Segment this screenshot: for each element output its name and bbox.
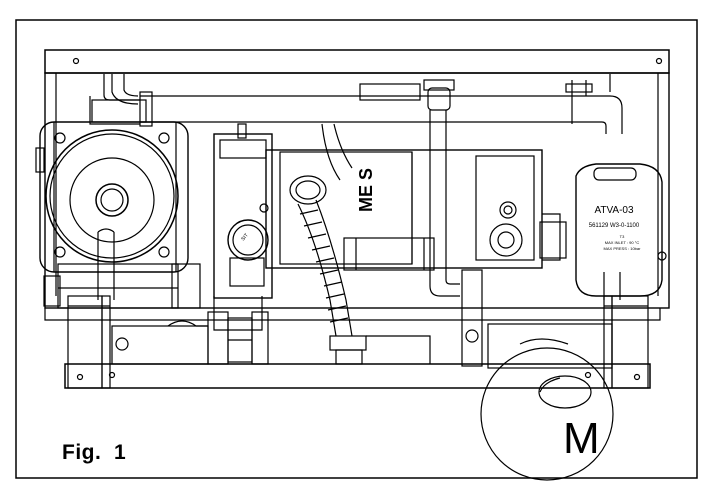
lower-left-pipes [111, 311, 269, 365]
heat-exchanger [265, 149, 561, 269]
screw-hole [655, 57, 663, 65]
gas-valve-label: SIT [240, 233, 250, 243]
corrugated-hose [289, 175, 353, 337]
valve-code: 561129 W3-0-1100 [589, 223, 640, 229]
valve-spec-2: MAX INLET : 90 °C [605, 240, 640, 245]
top-pipe [89, 74, 623, 134]
right-bracket [603, 295, 649, 389]
diverter-valve-actuator [575, 163, 667, 300]
screw-hole [72, 57, 80, 65]
pump-elbow-pipe [91, 74, 147, 123]
valve-model: ATVA-03 [594, 205, 634, 216]
top-mounting-rail [44, 49, 670, 74]
pump-base [43, 263, 201, 309]
lower-centre-outlet [329, 335, 431, 365]
gas-valve [213, 123, 273, 331]
chassis-frame [44, 72, 670, 321]
detail-letter: M [563, 414, 600, 463]
central-flow-pipes [321, 79, 483, 367]
valve-spec-3: MAX PRESS : 10bar [604, 246, 642, 251]
left-bracket [67, 295, 111, 389]
figure-caption: Fig. 1 [62, 441, 127, 464]
exchanger-label: ME S [356, 168, 376, 212]
valve-body [487, 221, 613, 369]
circulation-pump [35, 121, 189, 300]
detail-magnifier [480, 347, 614, 481]
figure-frame [15, 19, 698, 479]
valve-label-plate: ATVA-03 561129 W3-0-1100 T3 MAX INLET : … [589, 205, 641, 251]
valve-spec-1: T3 [620, 234, 625, 239]
